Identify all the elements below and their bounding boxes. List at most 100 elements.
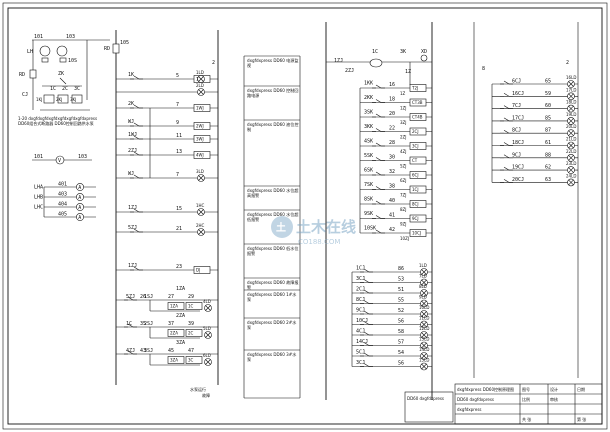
right-contact-label: 7CJ bbox=[512, 103, 521, 109]
relay-node-label: 28 bbox=[389, 140, 395, 146]
right-lamp-4-cross bbox=[568, 118, 574, 124]
relay-coil-10-label: 9CJ bbox=[412, 216, 419, 221]
motor-coil-2 bbox=[185, 329, 203, 337]
relay-node-label: 32 bbox=[389, 169, 395, 175]
right-lamp-4-label: 19LD bbox=[566, 112, 576, 117]
right-lamp-7-label: 22LD bbox=[566, 149, 576, 154]
relay-lamp-node-label: 55 bbox=[398, 298, 404, 304]
relay-lamp-node-label: 56 bbox=[398, 319, 404, 325]
contact-blade-icon bbox=[363, 268, 370, 273]
ammeter-icon bbox=[76, 213, 84, 221]
relay-coil-1 bbox=[409, 84, 427, 92]
control-footer: 水泵运行 故障 bbox=[190, 386, 210, 398]
relay-lamp-2-cross bbox=[421, 279, 427, 286]
relay-contact-label: 1KK bbox=[364, 81, 373, 87]
motor-lamp-1-label: 4LD bbox=[203, 299, 211, 304]
right-contact-label: 19CJ bbox=[512, 165, 524, 171]
relay-node-label: 42 bbox=[389, 227, 395, 233]
motor-node-label: 35 bbox=[140, 321, 146, 327]
ammeter-phase-label: LHB bbox=[34, 195, 43, 201]
control-contact-label: 1K bbox=[128, 72, 134, 78]
title-cell-sub: DD60 dxgfdxpress bbox=[457, 397, 494, 402]
relay-lamp-contact-label: 9CJ bbox=[356, 308, 365, 314]
relay-lamp-3-cross bbox=[421, 290, 427, 296]
motor-contact-label: 1ZA bbox=[176, 286, 185, 292]
function-box-2: dxgfdxpress DD60 控制回路电源 bbox=[247, 88, 298, 98]
relay-lamp-contact-label: 3CJ bbox=[356, 276, 365, 282]
ammeter-icon bbox=[76, 183, 84, 191]
contact-blade-icon bbox=[503, 142, 510, 146]
control-lamp-2-label: 2LD bbox=[196, 83, 204, 88]
motor-contact-coil-2-label: 2ZA bbox=[170, 331, 178, 336]
motor-contact-coil-2 bbox=[167, 329, 185, 337]
contact-blade-icon bbox=[363, 310, 370, 315]
motor-timer-label: 2SJ bbox=[144, 321, 153, 327]
relay-coil-9-label: 8CJ bbox=[412, 202, 419, 207]
relay-lamp-contact-label: 4CJ bbox=[356, 329, 365, 335]
source-panel: 101 103 LH 10S RD ZK CJ 1C 2C 3C 1KJ 2KJ… bbox=[18, 34, 110, 165]
relay-coil-11 bbox=[409, 229, 427, 237]
relay-coil-1c bbox=[369, 58, 383, 68]
function-box-4: dxgfdxpress DD60 水位超高报警 bbox=[247, 188, 298, 198]
motor-contact-label: 3ZA bbox=[176, 340, 185, 346]
title-cell-drawing-no: 图号 bbox=[522, 386, 530, 392]
relay-contact-label: 3KK bbox=[364, 124, 373, 130]
control-node-label: 15 bbox=[176, 206, 182, 212]
relay-lamp-contact-label: 5CJ bbox=[356, 350, 365, 356]
relay-lamp-node-label: 52 bbox=[398, 308, 404, 314]
relay-lamp-6-cross bbox=[421, 321, 427, 328]
relay-contact-label: 5SK bbox=[364, 153, 373, 159]
right-lamp-7-cross bbox=[568, 155, 574, 161]
contact-blade-icon bbox=[503, 93, 510, 97]
control-coil-4 bbox=[193, 122, 211, 130]
function-box-text: dxgfdxpress DD60 电源监视 bbox=[247, 58, 299, 68]
function-box-text: dxgfdxpress DD60 1#水泵 bbox=[247, 292, 297, 302]
relay-coil-2kj bbox=[57, 94, 69, 104]
control-node-label: 21 bbox=[176, 226, 182, 232]
relay-lamp-4-cross bbox=[421, 300, 427, 307]
motor-lamp-1-cross bbox=[205, 305, 211, 311]
relay-lamp-node-label: 86 bbox=[398, 266, 404, 272]
right-lamp-8-label: 23LD bbox=[566, 161, 576, 166]
title-cell-company: dxgfdxpress bbox=[457, 407, 481, 412]
relay-header-2zj: 2ZJ bbox=[345, 68, 354, 74]
contact-blade-icon bbox=[375, 229, 382, 234]
right-contact-label: 16CJ bbox=[512, 91, 524, 97]
contact-blade-icon bbox=[133, 104, 140, 109]
function-box-5: dxgfdxpress DD60 水位超低报警 bbox=[247, 212, 298, 222]
relay-lamp-contact-label: 3CJ bbox=[356, 360, 365, 366]
contact-blade-icon bbox=[375, 157, 382, 161]
right-node-label: 88 bbox=[545, 152, 551, 158]
control-coil-4-label: 2WJ bbox=[196, 124, 204, 129]
relay-extra-label: 5ZJ bbox=[400, 164, 406, 169]
control-node-label: 11 bbox=[176, 133, 182, 139]
relay-header-1zj: 1ZJ bbox=[334, 58, 343, 64]
motor-lamp-2-label: 5LD bbox=[203, 326, 211, 331]
control-rows: 1K51ZJ1LD2LD2K71WJWJ92WJ1WJ113WJ2ZJ134WJ… bbox=[116, 70, 218, 274]
right-node-label: 65 bbox=[545, 79, 551, 85]
relay-contact-label: 8SK bbox=[364, 197, 373, 203]
control-contact-label: 5ZJ bbox=[128, 225, 137, 231]
supply-label-101: 101 bbox=[34, 34, 43, 40]
relay-header-3k: 3K bbox=[400, 49, 406, 55]
relay-contact-label: 2KK bbox=[364, 95, 373, 101]
motor-coil-2-label: 2C bbox=[188, 331, 194, 336]
svg-text:土: 土 bbox=[276, 221, 286, 234]
voltmeter-label-left: 101 bbox=[34, 154, 43, 160]
relay-header-xd: XD bbox=[421, 49, 427, 55]
relay-lamp-1-cross bbox=[421, 269, 427, 275]
relay-coil-3-label: CT4B bbox=[412, 115, 423, 120]
sheet-inner-border bbox=[7, 7, 603, 425]
ammeter-icon bbox=[76, 193, 84, 201]
control-contact-label: 2K bbox=[128, 101, 134, 107]
relay-lamp-contact-label: 8CJ bbox=[356, 297, 365, 303]
relay-contact-label: 10SK bbox=[364, 226, 376, 232]
relay-node-label: 22 bbox=[389, 126, 395, 132]
right-lamp-2-label: 17LD bbox=[566, 87, 576, 92]
ammeter-node-label: 405 bbox=[58, 212, 67, 218]
relay-extra-label: 2ZJ bbox=[400, 135, 406, 140]
function-box-8: dxgfdxpress DD60 1#水泵 bbox=[247, 292, 297, 302]
control-node-label: 7 bbox=[176, 172, 179, 178]
